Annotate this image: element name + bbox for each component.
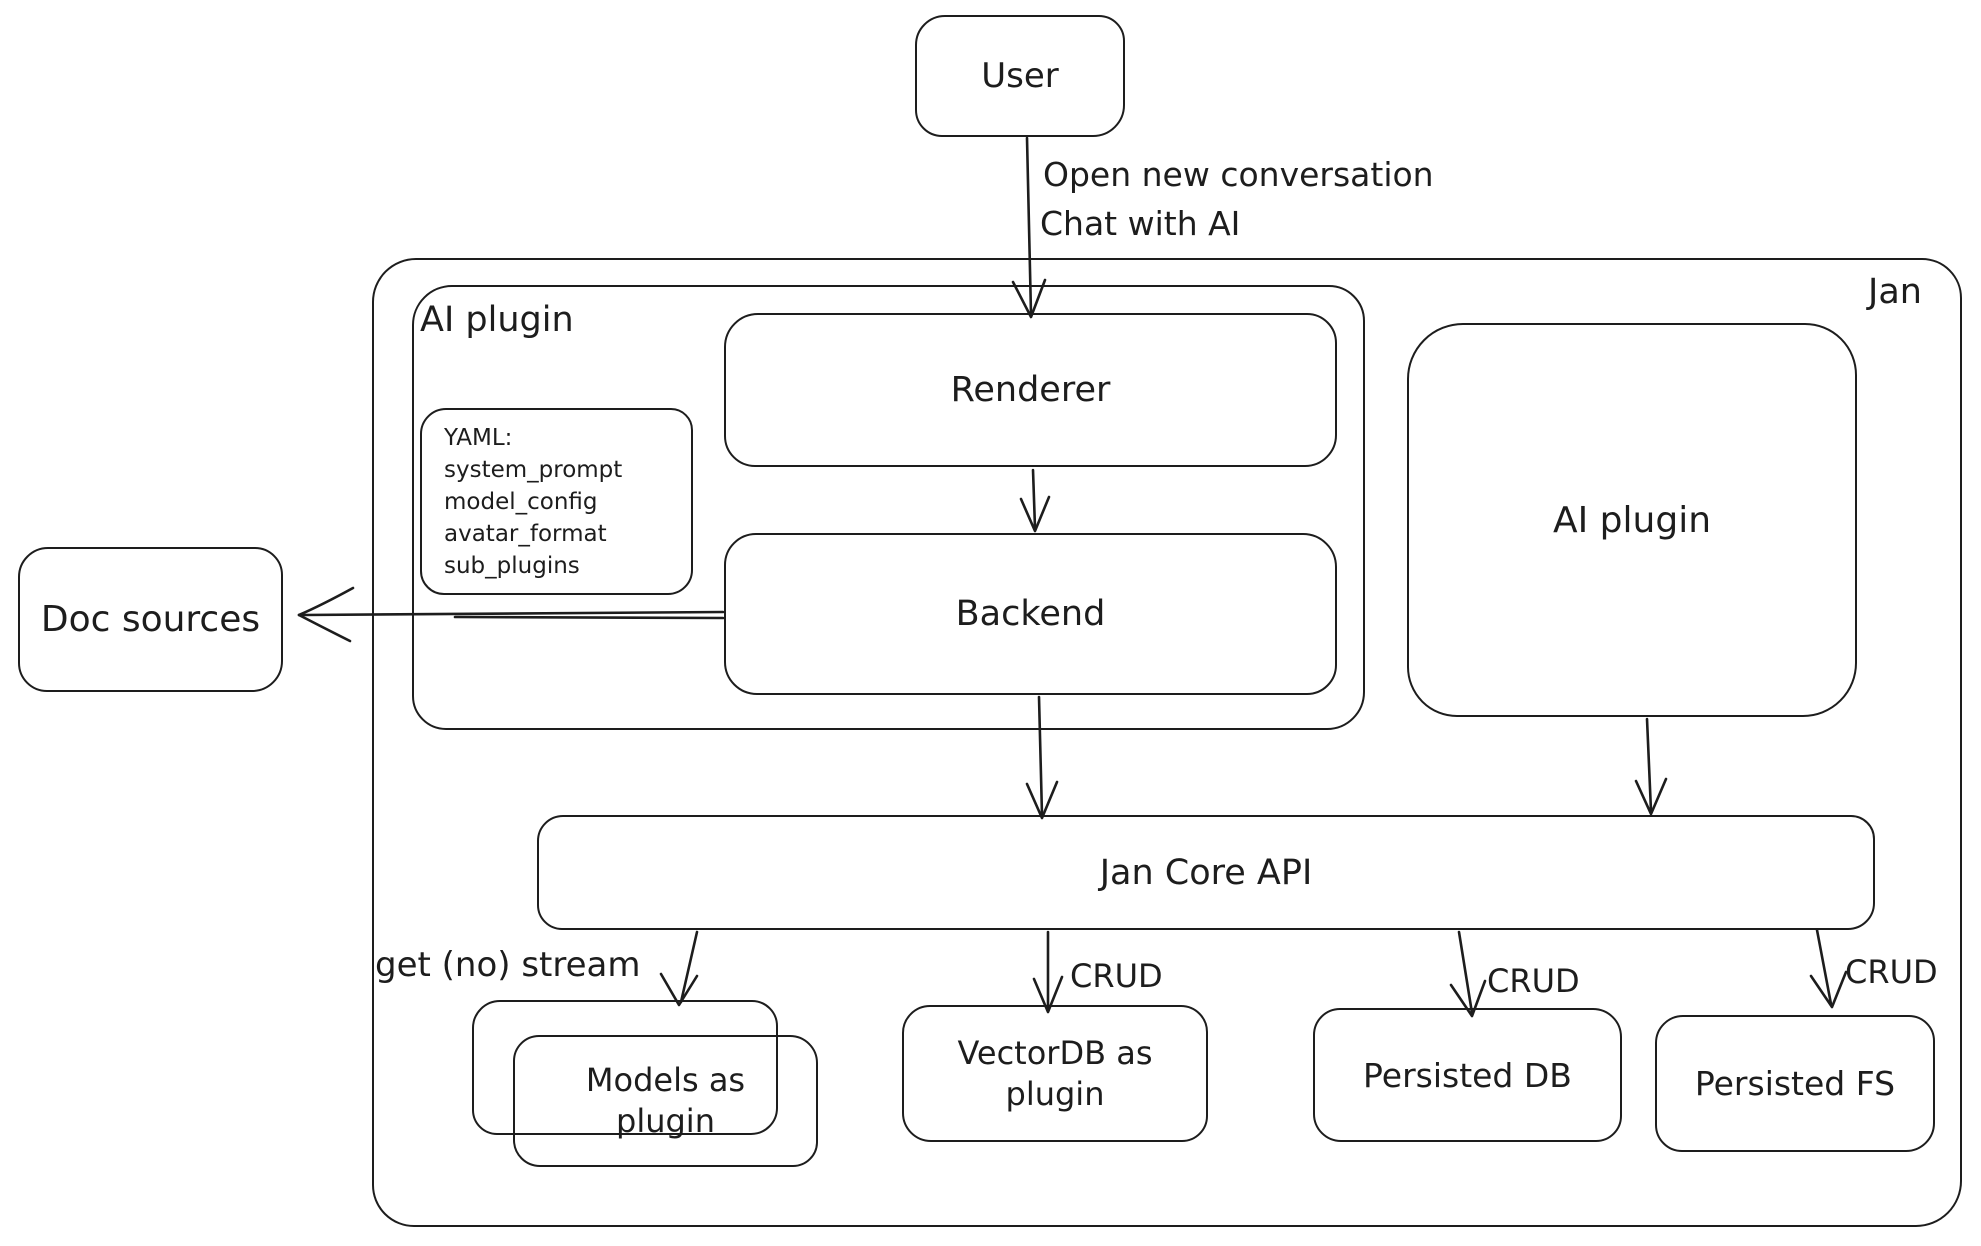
doc-sources-box: Doc sources: [18, 547, 283, 692]
user-edge-label-line2: Chat with AI: [1040, 204, 1241, 243]
jan-container: [372, 258, 1962, 1227]
models-box-outer: [472, 1000, 778, 1135]
yaml-note-title: YAML:: [444, 425, 513, 451]
models-box-label-line1: Models as: [585, 1061, 746, 1100]
doc-sources-box-label: Doc sources: [40, 599, 261, 640]
yaml-note-line: sub_plugins: [444, 553, 580, 579]
ai-plugin-container-label: AI plugin: [420, 300, 574, 340]
persisted-fs-box: Persisted FS: [1655, 1015, 1935, 1152]
jan-container-label: Jan: [1868, 272, 1922, 312]
vectordb-box-label-line2: plugin: [1005, 1074, 1105, 1113]
user-box: User: [915, 15, 1125, 137]
models-edge-label: get (no) stream: [375, 945, 641, 985]
ai-plugin-container: [412, 285, 1365, 730]
yaml-note-line: system_prompt: [444, 457, 623, 483]
models-box-label-line2: plugin: [616, 1102, 715, 1140]
backend-box: Backend: [724, 533, 1337, 695]
renderer-box: Renderer: [724, 313, 1337, 467]
jan-core-api-bar: Jan Core API: [537, 815, 1875, 930]
persisted-fs-label: Persisted FS: [1694, 1064, 1896, 1103]
vectordb-box: VectorDB as plugin: [902, 1005, 1208, 1142]
jan-core-api-label: Jan Core API: [1099, 852, 1313, 893]
ai-plugin-box-label: AI plugin: [1552, 499, 1712, 541]
backend-box-label: Backend: [955, 594, 1106, 634]
yaml-note-line: model_config: [444, 489, 598, 515]
crud-label-vectordb: CRUD: [1070, 957, 1163, 995]
ai-plugin-box: AI plugin: [1407, 323, 1857, 717]
user-box-label: User: [981, 56, 1059, 96]
crud-label-persisted-db: CRUD: [1487, 962, 1580, 1000]
renderer-box-label: Renderer: [950, 370, 1111, 410]
crud-label-persisted-fs: CRUD: [1845, 953, 1938, 991]
persisted-db-box: Persisted DB: [1313, 1008, 1622, 1142]
persisted-db-label: Persisted DB: [1363, 1055, 1572, 1095]
vectordb-box-label-line1: VectorDB as: [957, 1033, 1153, 1072]
models-box: Models as plugin: [513, 1035, 818, 1167]
user-edge-label-line1: Open new conversation: [1043, 155, 1434, 194]
yaml-note-line: avatar_format: [444, 521, 607, 547]
yaml-note-box: YAML: system_prompt model_config avatar_…: [420, 408, 693, 595]
